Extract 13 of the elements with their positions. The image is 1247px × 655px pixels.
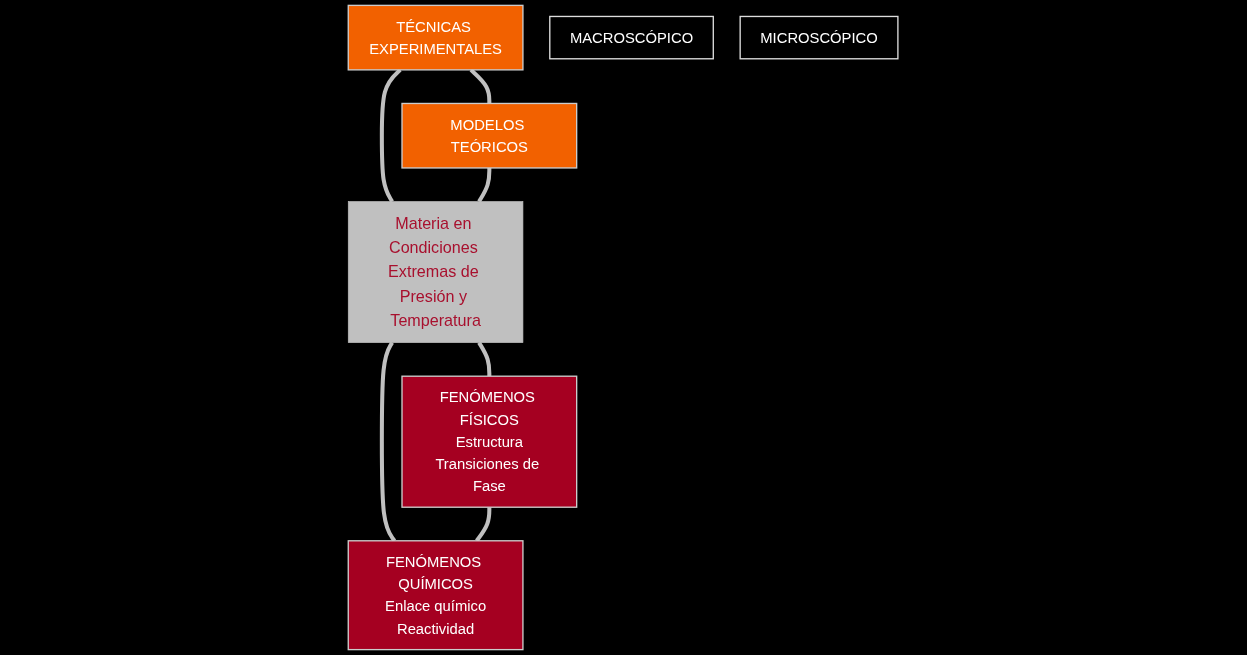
connector: [380, 68, 403, 203]
node-box: MICROSCÓPICO: [739, 15, 899, 60]
connector: [477, 341, 492, 377]
node-box: FENÓMENOS FÍSICOS Estructura Transiciones de Fase: [401, 375, 578, 508]
connector: [475, 507, 492, 542]
node-box: MODELOS TEÓRICOS: [401, 102, 578, 169]
connector: [477, 167, 492, 203]
node-box: FENÓMENOS QUÍMICOS Enlace químico Reactividad: [348, 540, 524, 651]
connector: [470, 68, 492, 104]
node-box: Materia en Condiciones Extremas de Presión y Temperatura: [348, 201, 524, 343]
node-box: TÉCNICAS EXPERIMENTALES: [348, 4, 524, 71]
node-box: MACROSCÓPICO: [549, 15, 715, 60]
connector: [380, 341, 397, 542]
